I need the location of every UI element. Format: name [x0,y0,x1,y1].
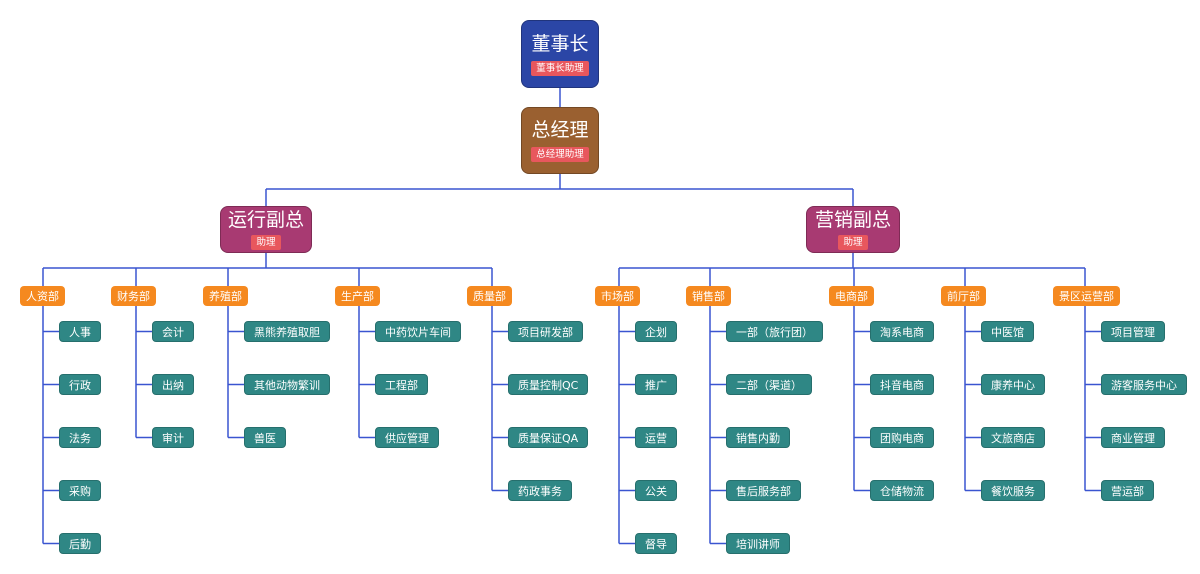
unit-node: 企划 [635,321,677,342]
unit-node: 质量控制QC [508,374,589,395]
unit-node: 项目管理 [1101,321,1165,342]
unit-node: 中医馆 [981,321,1034,342]
department-node: 财务部 [111,286,156,306]
department-node: 生产部 [335,286,380,306]
department-node: 景区运营部 [1053,286,1120,306]
unit-node: 淘系电商 [870,321,934,342]
unit-node: 营运部 [1101,480,1154,501]
department-node: 销售部 [686,286,731,306]
unit-node: 抖音电商 [870,374,934,395]
chairman-title: 董事长 [531,32,589,55]
department-node: 质量部 [467,286,512,306]
unit-node: 人事 [59,321,101,342]
unit-node: 督导 [635,533,677,554]
unit-node: 康养中心 [981,374,1045,395]
unit-node: 出纳 [152,374,194,395]
unit-node: 培训讲师 [726,533,790,554]
unit-node: 项目研发部 [508,321,583,342]
unit-node: 游客服务中心 [1101,374,1187,395]
unit-node: 销售内勤 [726,427,790,448]
general-manager-assistant-badge: 总经理助理 [531,147,589,162]
unit-node: 餐饮服务 [981,480,1045,501]
unit-node: 中药饮片车间 [375,321,461,342]
unit-node: 后勤 [59,533,101,554]
unit-node: 行政 [59,374,101,395]
department-node: 人资部 [20,286,65,306]
unit-node: 质量保证QA [508,427,589,448]
vice-president-title: 运行副总 [227,209,304,231]
general-manager-node: 总经理 总经理助理 [521,107,599,174]
unit-node: 采购 [59,480,101,501]
unit-node: 其他动物繁训 [244,374,330,395]
unit-node: 公关 [635,480,677,501]
unit-node: 团购电商 [870,427,934,448]
unit-node: 药政事务 [508,480,572,501]
unit-node: 供应管理 [375,427,439,448]
chairman-node: 董事长 董事长助理 [521,20,599,88]
unit-node: 仓储物流 [870,480,934,501]
department-node: 养殖部 [203,286,248,306]
unit-node: 审计 [152,427,194,448]
unit-node: 推广 [635,374,677,395]
unit-node: 二部（渠道） [726,374,812,395]
unit-node: 文旅商店 [981,427,1045,448]
department-node: 前厅部 [941,286,986,306]
unit-node: 兽医 [244,427,286,448]
vice-president-node: 营销副总助理 [806,206,900,253]
unit-node: 工程部 [375,374,428,395]
unit-node: 法务 [59,427,101,448]
unit-node: 一部（旅行团） [726,321,823,342]
chairman-assistant-badge: 董事长助理 [531,60,589,76]
vice-president-title: 营销副总 [814,209,891,231]
unit-node: 商业管理 [1101,427,1165,448]
unit-node: 黑熊养殖取胆 [244,321,330,342]
department-node: 市场部 [595,286,640,306]
department-node: 电商部 [829,286,874,306]
vice-president-assistant-badge: 助理 [838,235,868,250]
unit-node: 会计 [152,321,194,342]
general-manager-title: 总经理 [531,119,589,141]
unit-node: 售后服务部 [726,480,801,501]
unit-node: 运营 [635,427,677,448]
vice-president-assistant-badge: 助理 [251,235,281,250]
vice-president-node: 运行副总助理 [220,206,312,253]
